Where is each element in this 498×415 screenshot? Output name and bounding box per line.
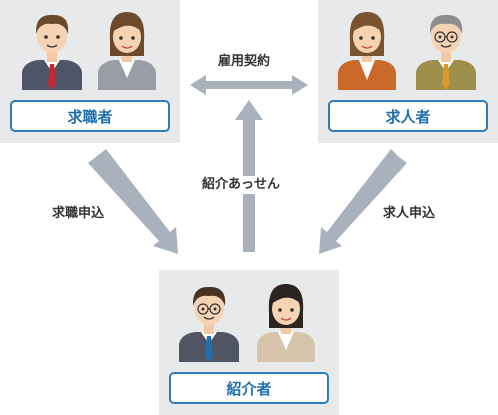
referral-mediation-label: 紹介あっせん xyxy=(200,176,283,194)
job-application-label: 求職申込 xyxy=(52,206,105,221)
woman-suit-icon xyxy=(98,12,156,90)
job-seeker-label: 求職者 xyxy=(10,100,170,132)
employer-panel: 求人者 xyxy=(318,0,498,143)
employment-contract-label: 雇用契約 xyxy=(218,54,271,69)
man-glasses-blue-tie-icon xyxy=(179,286,239,362)
job-seeker-people-illustration xyxy=(22,12,156,90)
agency-label: 紹介者 xyxy=(169,372,329,404)
employer-label: 求人者 xyxy=(328,100,488,132)
employer-people-illustration xyxy=(338,12,476,90)
job-seeker-panel: 求職者 xyxy=(0,0,180,143)
job-offer-application-label: 求人申込 xyxy=(383,206,436,221)
employment-contract-arrow xyxy=(190,75,308,95)
job-offer-application-arrow xyxy=(319,149,407,254)
man-suit-icon xyxy=(22,14,82,90)
woman-orange-suit-icon xyxy=(338,12,396,90)
job-application-arrow xyxy=(88,149,178,254)
woman-beige-suit-icon xyxy=(257,284,315,362)
man-glasses-icon xyxy=(416,14,476,90)
agency-panel: 紹介者 xyxy=(159,270,339,415)
agency-people-illustration xyxy=(179,284,315,362)
